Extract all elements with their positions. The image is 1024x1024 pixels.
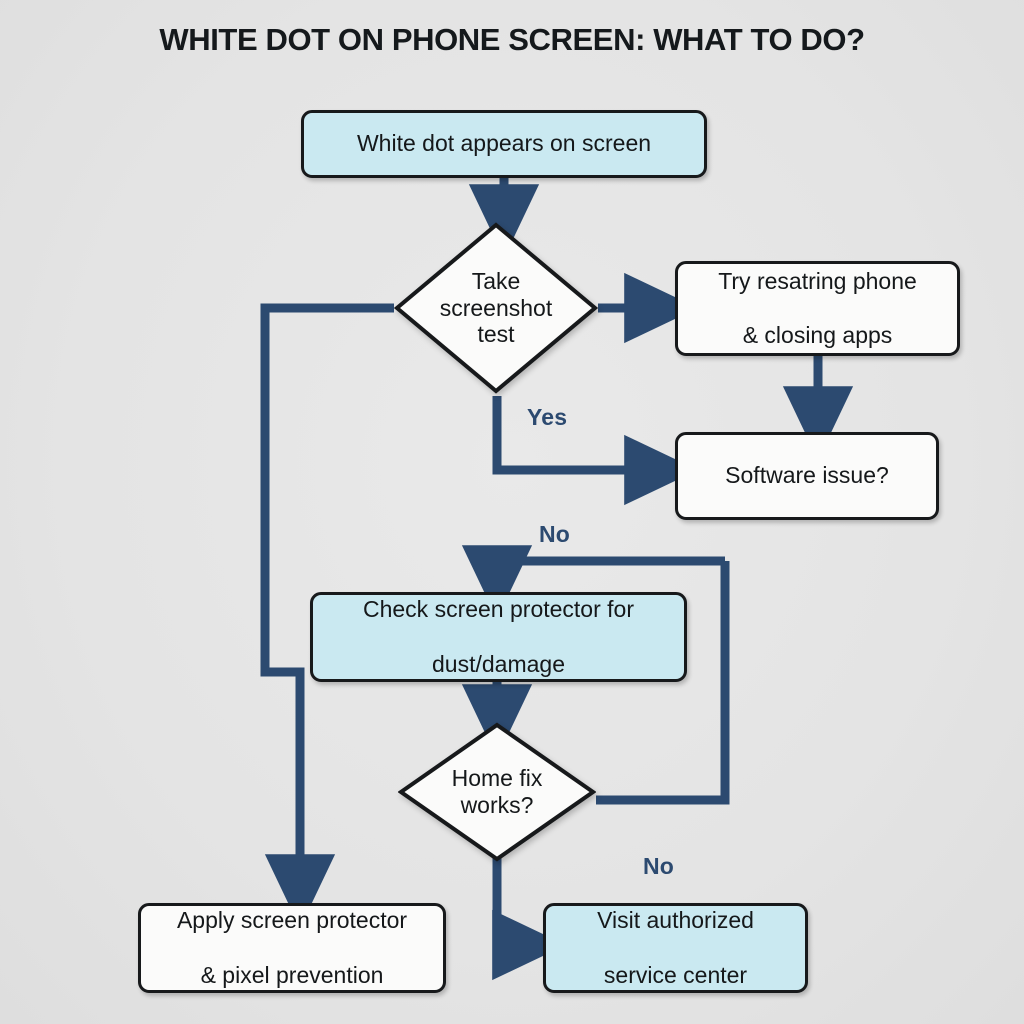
node-label: Take screenshot test: [394, 222, 598, 394]
node-software-issue[interactable]: Software issue?: [675, 432, 939, 520]
node-label-line2: & pixel prevention: [200, 961, 384, 988]
node-label-line1: Take: [471, 267, 521, 294]
page-title: WHITE DOT ON PHONE SCREEN: WHAT TO DO?: [159, 22, 865, 57]
node-label: Try resatring phone & closing apps: [698, 268, 937, 349]
node-label-line1: Visit authorized: [597, 907, 754, 934]
edge-screenshot-test-to-apply-protector: [260, 303, 394, 929]
node-home-fix-works[interactable]: Home fix works?: [397, 722, 597, 862]
node-label-line2: service center: [603, 961, 748, 988]
edge-label-yes: Yes: [527, 404, 568, 430]
node-label-line1: Check screen protector for: [362, 596, 634, 623]
diamond-shape: [393, 222, 599, 394]
node-label: Check screen protector for dust/damage: [343, 596, 654, 677]
node-label-line2: & closing apps: [742, 322, 893, 349]
node-label-line2: works?: [460, 792, 534, 818]
node-label: Apply screen protector & pixel preventio…: [157, 907, 427, 988]
node-label-line1: Try resatring phone: [718, 267, 917, 294]
node-visit-service-center[interactable]: Visit authorized service center: [543, 903, 808, 993]
edge-label-no-software: No: [539, 521, 571, 547]
edge-home-fix-no-to-service-center: [492, 858, 567, 981]
node-label: Software issue?: [725, 462, 889, 489]
node-try-restarting-phone[interactable]: Try resatring phone & closing apps: [675, 261, 960, 356]
edge-screenshot-test-yes-to-software-issue: [492, 396, 699, 506]
node-apply-screen-protector[interactable]: Apply screen protector & pixel preventio…: [138, 903, 446, 993]
node-label-line1: Apply screen protector: [176, 907, 408, 934]
node-white-dot-appears[interactable]: White dot appears on screen: [301, 110, 707, 178]
edge-no-to-check-protector: [461, 545, 725, 620]
node-label-line2: screenshot: [439, 294, 553, 321]
node-check-screen-protector[interactable]: Check screen protector for dust/damage: [310, 592, 687, 682]
node-label: Visit authorized service center: [577, 907, 774, 988]
edge-label-no-home-fix: No: [643, 853, 675, 879]
node-label: Home fix works?: [398, 722, 596, 862]
node-take-screenshot-test[interactable]: Take screenshot test: [393, 222, 599, 394]
edge-home-fix-loop-right: [596, 561, 730, 805]
node-label: White dot appears on screen: [356, 130, 652, 157]
diamond-shape: [397, 722, 597, 862]
node-label-line2: dust/damage: [432, 650, 565, 677]
node-label-line3: test: [477, 321, 515, 348]
node-label-line1: Home fix: [451, 765, 543, 792]
